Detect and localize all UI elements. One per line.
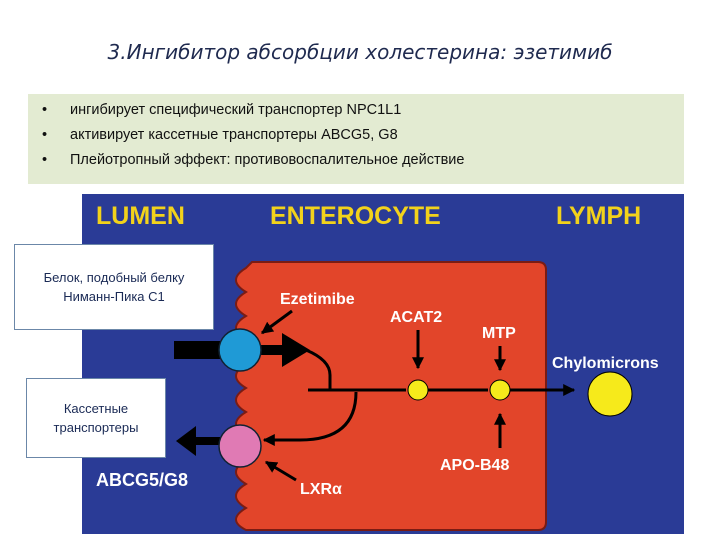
npc1l1-transporter: [218, 328, 262, 372]
apob48-label: APO-B48: [440, 457, 509, 474]
npc1l1-callout-line2: Ниманн-Пика С1: [63, 289, 165, 304]
chylomicrons-label: Chylomicrons: [552, 355, 659, 372]
influx-arrowhead: [282, 333, 310, 367]
cholesterol-ester-dot: [407, 379, 429, 401]
abcg-callout: Кассетные транспортеры: [26, 378, 166, 458]
efflux-curve: [262, 391, 358, 446]
bullet-text: Плейотропный эффект: противовоспалительн…: [70, 152, 465, 168]
bullet-text: активирует кассетные транспортеры ABCG5,…: [70, 127, 398, 143]
influx-shaft: [258, 345, 298, 355]
bullet-marker: •: [42, 127, 48, 143]
ezetimibe-label: Ezetimibe: [280, 291, 355, 308]
slide-title: 3.Ингибитор абсорбции холестерина: эзети…: [107, 40, 613, 64]
abcg-transporter: [218, 424, 262, 468]
bullet-list: • ингибирует специфический транспортер N…: [28, 94, 684, 184]
lipoprotein-dot: [489, 379, 511, 401]
bullet-item: • Плейотропный эффект: противовоспалител…: [42, 148, 684, 173]
lumen-efflux-arrowhead: [176, 426, 196, 456]
bullet-item: • активирует кассетные транспортеры ABCG…: [42, 123, 684, 148]
abcg-label: ABCG5/G8: [96, 470, 188, 490]
npc1l1-callout: Белок, подобный белку Ниманн-Пика С1: [14, 244, 214, 330]
lumen-header: LUMEN: [96, 202, 185, 230]
lxr-label: LXRα: [300, 481, 342, 498]
bullet-marker: •: [42, 102, 48, 118]
enterocyte-header: ENTEROCYTE: [270, 202, 441, 230]
lxr-arrow: [264, 460, 297, 482]
abcg-callout-line1: Кассетные: [63, 401, 129, 416]
acat2-label: ACAT2: [390, 309, 442, 326]
lymph-header: LYMPH: [556, 202, 641, 230]
chylomicron-dot: [587, 371, 633, 417]
ezetimibe-arrow: [261, 309, 293, 335]
influx-curve: [305, 348, 332, 390]
mtp-label: MTP: [482, 325, 516, 342]
bullet-text: ингибирует специфический транспортер NPC…: [70, 102, 402, 118]
abcg-callout-line2: транспортеры: [53, 420, 139, 435]
bullet-item: • ингибирует специфический транспортер N…: [42, 98, 684, 123]
npc1l1-callout-line1: Белок, подобный белку: [43, 270, 185, 285]
bullet-marker: •: [42, 152, 48, 168]
lumen-efflux-shaft: [196, 437, 220, 445]
